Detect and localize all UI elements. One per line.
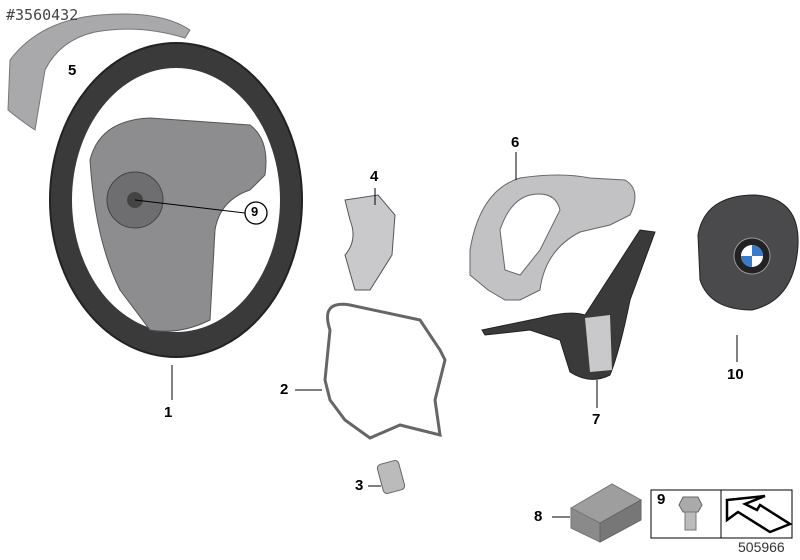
- part-4-bracket[interactable]: [344, 194, 396, 291]
- label-part-5[interactable]: 5: [68, 62, 77, 79]
- part-5-trim-cover[interactable]: [7, 13, 191, 131]
- part-7-lower-bezel[interactable]: [481, 229, 656, 380]
- part-8-box[interactable]: [569, 483, 643, 543]
- label-part-3[interactable]: 3: [355, 477, 364, 494]
- label-part-1[interactable]: 1: [164, 404, 173, 421]
- label-part-4[interactable]: 4: [370, 168, 379, 185]
- label-part-9[interactable]: 9: [251, 204, 259, 219]
- part-2-wiring-harness[interactable]: [323, 302, 447, 440]
- part-1-steering-wheel[interactable]: [49, 42, 303, 400]
- diagram-id: #3560432: [6, 6, 79, 24]
- part-10-airbag-module[interactable]: [697, 194, 799, 311]
- label-part-6[interactable]: 6: [511, 134, 520, 151]
- part-6-trim-ring[interactable]: [469, 174, 636, 301]
- part-9-screw[interactable]: [678, 496, 703, 531]
- label-part-9-box[interactable]: 9: [657, 491, 666, 508]
- label-part-2[interactable]: 2: [280, 381, 289, 398]
- label-part-7[interactable]: 7: [592, 411, 601, 428]
- label-part-10[interactable]: 10: [727, 366, 744, 383]
- part-3-connector[interactable]: [376, 460, 406, 495]
- reference-number: 505966: [738, 539, 785, 555]
- arrow-icon: [725, 494, 793, 534]
- part-9-callout-circle: [244, 201, 268, 225]
- label-part-8[interactable]: 8: [534, 508, 543, 525]
